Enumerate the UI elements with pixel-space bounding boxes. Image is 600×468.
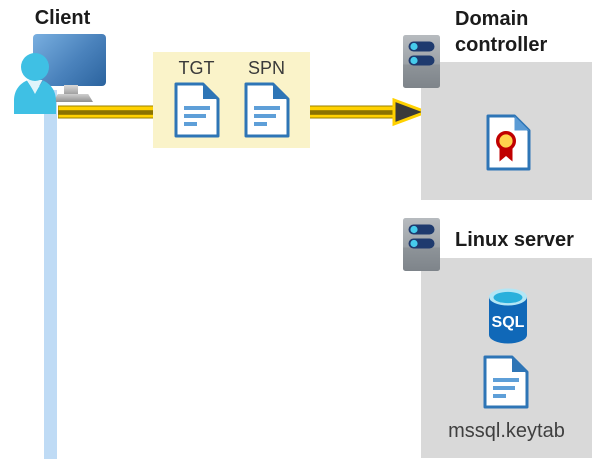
sql-database-icon: SQL bbox=[489, 288, 527, 344]
document-icon bbox=[174, 82, 219, 138]
document-icon bbox=[244, 82, 289, 138]
server-icon bbox=[403, 35, 440, 88]
client-label: Client bbox=[34, 7, 91, 29]
ticket-callout-box: TGT SPN bbox=[153, 52, 310, 148]
document-icon bbox=[483, 355, 529, 409]
tgt-label: TGT bbox=[178, 58, 215, 78]
server-icon bbox=[403, 218, 440, 271]
spn-label: SPN bbox=[247, 58, 285, 78]
keytab-file-label: mssql.keytab bbox=[448, 420, 565, 442]
monitor-stand-base bbox=[53, 94, 93, 102]
client-timeline-line bbox=[44, 90, 57, 459]
monitor-stand-neck bbox=[64, 85, 78, 95]
certificate-icon bbox=[486, 114, 531, 171]
person-icon bbox=[14, 53, 56, 114]
domain-controller-label: Domain controller bbox=[455, 8, 548, 56]
linux-server-label: Linux server bbox=[455, 229, 574, 251]
sql-icon-text: SQL bbox=[492, 314, 525, 331]
tgt-group: TGT bbox=[173, 57, 221, 148]
spn-group: SPN bbox=[243, 57, 291, 148]
